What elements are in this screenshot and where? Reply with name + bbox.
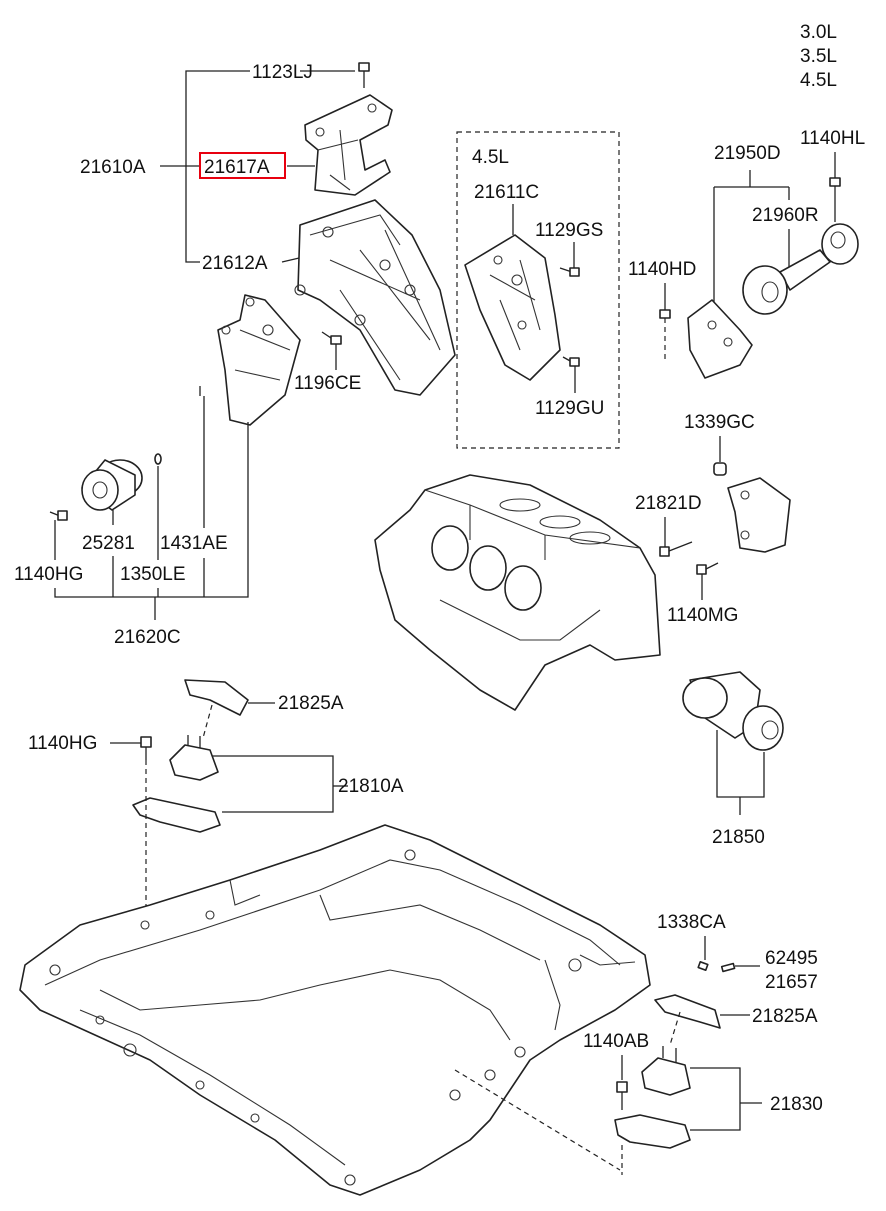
pin-1338ca-icon [697, 961, 709, 971]
nut-1339gc-icon [713, 462, 727, 476]
label-21810a: 21810A [338, 776, 404, 797]
label-1350le: 1350LE [120, 564, 186, 585]
highlight-21617a [199, 152, 286, 179]
bolt-21821d-icon [659, 517, 693, 557]
label-1140hl: 1140HL [800, 128, 865, 149]
bracket-21611c-shape [464, 234, 561, 381]
label-group-4-5l: 4.5L [472, 147, 509, 168]
label-1339gc: 1339GC [684, 412, 755, 433]
label-21657: 21657 [765, 972, 818, 993]
bolt-1129gs-icon [559, 242, 580, 277]
label-21830: 21830 [770, 1094, 823, 1115]
bracket-21612a-shape [294, 199, 456, 396]
label-1196ce: 1196CE [294, 373, 361, 394]
bracket-21617a-shape [304, 94, 393, 196]
bracket-21620c-shape [217, 294, 301, 426]
bolt-1196ce-icon [321, 331, 342, 370]
mount-21850-leaders [716, 730, 765, 815]
label-1431ae: 1431AE [160, 533, 228, 554]
label-1140ab: 1140AB [583, 1031, 649, 1052]
pin-62495-icon [720, 962, 736, 973]
label-21960r: 21960R [752, 205, 819, 226]
label-21850: 21850 [712, 827, 765, 848]
label-21620c: 21620C [114, 627, 181, 648]
label-21950d: 21950D [714, 143, 781, 164]
label-21821d: 21821D [635, 493, 702, 514]
pin-1431ae-icon [199, 386, 205, 528]
bolt-1140ab-icon [616, 1081, 628, 1175]
bolt-1140hd-icon [659, 283, 671, 360]
subframe-shape [19, 824, 651, 1196]
label-21612a: 21612A [202, 253, 268, 274]
label-21617a: 21617A [204, 157, 270, 178]
bolt-1129gu-icon [562, 356, 580, 393]
bolt-1123lj-icon [358, 62, 370, 88]
variant-4-5l: 4.5L [800, 70, 837, 91]
label-1140hd: 1140HD [628, 259, 696, 280]
mount-21960r-shape [742, 223, 859, 315]
label-21611c: 21611C [474, 182, 539, 203]
bracket-21830-lower-shape [614, 1114, 691, 1149]
engine-block-shape [374, 474, 661, 711]
variant-3-5l: 3.5L [800, 46, 837, 67]
bolt-1140hl-icon [829, 152, 841, 222]
bracket-21950d-shape [687, 299, 753, 379]
pulley-25281-icon [81, 459, 143, 511]
label-1338ca: 1338CA [657, 912, 726, 933]
bolt-1140hg-b-icon [140, 736, 152, 925]
mount-21830-shape [641, 1046, 691, 1096]
label-1140hg-b: 1140HG [28, 733, 97, 754]
bracket-21821d-shape [727, 477, 791, 553]
label-21610a: 21610A [80, 157, 146, 178]
label-1140mg: 1140MG [667, 605, 738, 626]
mount-21850-shape [682, 671, 784, 751]
group-4-5l-box [456, 131, 620, 449]
label-62495: 62495 [765, 948, 818, 969]
bolt-1140mg-icon [696, 562, 719, 600]
label-1129gu: 1129GU [535, 398, 604, 419]
dowel-1350le-icon [154, 453, 162, 560]
mount-21810a-shape [169, 735, 219, 781]
group-21620c-leaders [54, 422, 249, 620]
label-1123lj: 1123LJ [252, 62, 313, 83]
bracket-21825a-b-shape [654, 994, 721, 1029]
label-1140hg-a: 1140HG [14, 564, 83, 585]
label-1129gs: 1129GS [535, 220, 603, 241]
bracket-21810a-lower-shape [132, 797, 221, 833]
variant-3-0l: 3.0L [800, 22, 837, 43]
label-21825a-a: 21825A [278, 693, 344, 714]
bolt-1140hg-a-icon [49, 510, 68, 560]
label-25281: 25281 [82, 533, 135, 554]
bracket-21825a-a-shape [184, 679, 249, 716]
bracket-21610a-leaders [160, 70, 355, 263]
label-21825a-b: 21825A [752, 1006, 818, 1027]
